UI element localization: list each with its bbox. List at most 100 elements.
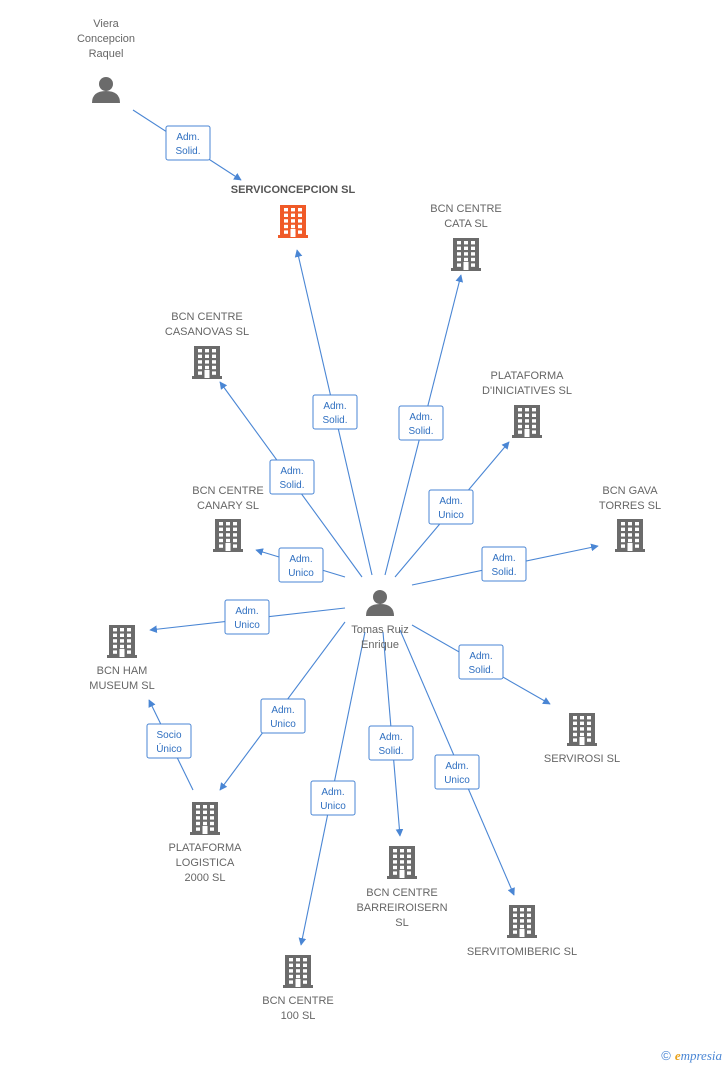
building-icon	[278, 205, 308, 238]
node-label-line: PLATAFORMA	[169, 842, 243, 854]
node-label-line: SERVIROSI SL	[544, 753, 620, 765]
building-icon	[107, 625, 137, 658]
edge-label-box	[428, 489, 474, 525]
edge-label-line: Adm.	[439, 496, 462, 507]
edge-tomas-to-cata[interactable]: Adm. Solid.	[384, 274, 464, 576]
edge-tomas-to-serviconcepcion[interactable]: Adm.Solid.	[294, 249, 373, 576]
edge-tomas-to-ham[interactable]: Adm.Unico	[149, 599, 346, 635]
node-label-line: BCN CENTRE	[192, 485, 264, 497]
edge-tomas-to-canary[interactable]: Adm.Unico	[255, 547, 346, 583]
edge-label-line: Único	[156, 742, 182, 755]
edge-tomas-to-gava[interactable]: Adm. Solid.	[411, 543, 599, 586]
edge-label-line: Solid.	[491, 567, 516, 578]
edge-tomas-to-plataforma_log[interactable]: Adm. Unico	[219, 621, 346, 791]
node-ham[interactable]: BCN HAM MUSEUM SL	[89, 625, 155, 692]
edge-label-box	[368, 725, 414, 761]
edge-label-box	[260, 698, 306, 734]
edge-label-box	[312, 394, 358, 430]
node-servirosi[interactable]: SERVIROSI SL	[544, 713, 620, 765]
edge-label-box	[434, 754, 480, 790]
edge-tomas-to-plataforma_dinic[interactable]: Adm.Unico	[394, 441, 510, 578]
node-label-line: D'INICIATIVES SL	[482, 385, 572, 397]
node-label-line: MUSEUM SL	[89, 680, 154, 692]
building-icon	[192, 346, 222, 379]
node-label-line: PLATAFORMA	[491, 370, 565, 382]
edge-label-line: Unico	[234, 620, 260, 631]
node-serviconcepcion[interactable]: SERVICONCEPCION SL	[231, 184, 356, 238]
edge-label-line: Adm.	[289, 554, 312, 565]
node-canary[interactable]: BCN CENTRE CANARY SL	[192, 485, 264, 552]
node-label-line: Enrique	[361, 639, 399, 651]
edge-label-line: Solid.	[378, 746, 403, 757]
node-label-line: BCN CENTRE	[171, 311, 243, 323]
edge-label-line: Adm.	[323, 401, 346, 412]
building-icon	[283, 955, 313, 988]
edge-label-line: Adm.	[176, 132, 199, 143]
edge-label-box	[269, 459, 315, 495]
empresia-watermark[interactable]: ©empresia	[661, 1048, 722, 1064]
edge-tomas-to-servirosi[interactable]: Adm. Solid.	[411, 624, 551, 705]
edge-label-line: Adm.	[280, 466, 303, 477]
edge-label-line: Adm.	[445, 761, 468, 772]
edge-label-line: Solid.	[175, 146, 200, 157]
building-icon	[615, 519, 645, 552]
node-label-line: CATA SL	[444, 218, 488, 230]
node-label-line: TORRES SL	[599, 500, 661, 512]
edge-label-line: Solid.	[468, 665, 493, 676]
edge-tomas-to-casanovas[interactable]: Adm. Solid.	[219, 381, 363, 578]
edge-label-line: Socio	[156, 730, 181, 741]
node-gava[interactable]: BCN GAVA TORRES SL	[599, 485, 661, 552]
node-label-line: BCN CENTRE	[366, 887, 438, 899]
building-icon	[507, 905, 537, 938]
edge-tomas-to-barreiro[interactable]: Adm.Solid.	[368, 631, 414, 837]
edge-label-line: Adm.	[469, 651, 492, 662]
edge-label-box	[146, 723, 192, 759]
node-cata[interactable]: BCN CENTRE CATA SL	[430, 203, 502, 271]
edge-label-line: Adm.	[492, 553, 515, 564]
edge-tomas-to-centre100[interactable]: Adm.Unico	[298, 631, 366, 946]
node-plataforma_log[interactable]: PLATAFORMA LOGISTICA 2000 SL	[169, 802, 243, 884]
building-icon	[512, 405, 542, 438]
edge-label-line: Solid.	[279, 480, 304, 491]
edge-viera-to-serviconcepcion[interactable]: Adm. Solid.	[132, 109, 242, 181]
node-label-line: LOGISTICA	[176, 857, 235, 869]
node-plataforma_dinic[interactable]: PLATAFORMA D'INICIATIVES SL	[482, 370, 572, 438]
node-label-line: BCN HAM	[97, 665, 148, 677]
edge-tomas-to-servitomiberic[interactable]: Adm. Unico	[399, 629, 515, 896]
node-label-line: BCN GAVA	[602, 485, 658, 497]
edge-label-box	[398, 405, 444, 441]
brand-name: mpresia	[680, 1048, 722, 1063]
edge-label-box	[224, 599, 270, 635]
building-icon	[213, 519, 243, 552]
edge-label-box	[458, 644, 504, 680]
building-icon	[190, 802, 220, 835]
node-label-line: BCN CENTRE	[430, 203, 502, 215]
edge-label-line: Adm.	[409, 412, 432, 423]
building-icon	[451, 238, 481, 271]
person-icon	[92, 77, 120, 103]
edge-label-box	[165, 125, 211, 161]
node-label-line: SERVITOMIBERIC SL	[467, 946, 577, 958]
edge-label-line: Adm.	[321, 787, 344, 798]
node-label-line: BCN CENTRE	[262, 995, 334, 1007]
node-label-line: Tomas Ruiz	[351, 624, 408, 636]
node-label-line: CANARY SL	[197, 500, 259, 512]
brand-initial: e	[674, 1048, 681, 1063]
edge-label-line: Solid.	[408, 426, 433, 437]
edge-label-line: Unico	[444, 775, 470, 786]
edge-label-line: Adm.	[271, 705, 294, 716]
node-label-line: Raquel	[89, 48, 124, 60]
building-icon	[387, 846, 417, 879]
edge-label-box	[278, 547, 324, 583]
building-icon	[567, 713, 597, 746]
edge-label-box	[481, 546, 527, 582]
node-servitomiberic[interactable]: SERVITOMIBERIC SL	[467, 905, 577, 958]
node-label-line: 2000 SL	[185, 872, 226, 884]
